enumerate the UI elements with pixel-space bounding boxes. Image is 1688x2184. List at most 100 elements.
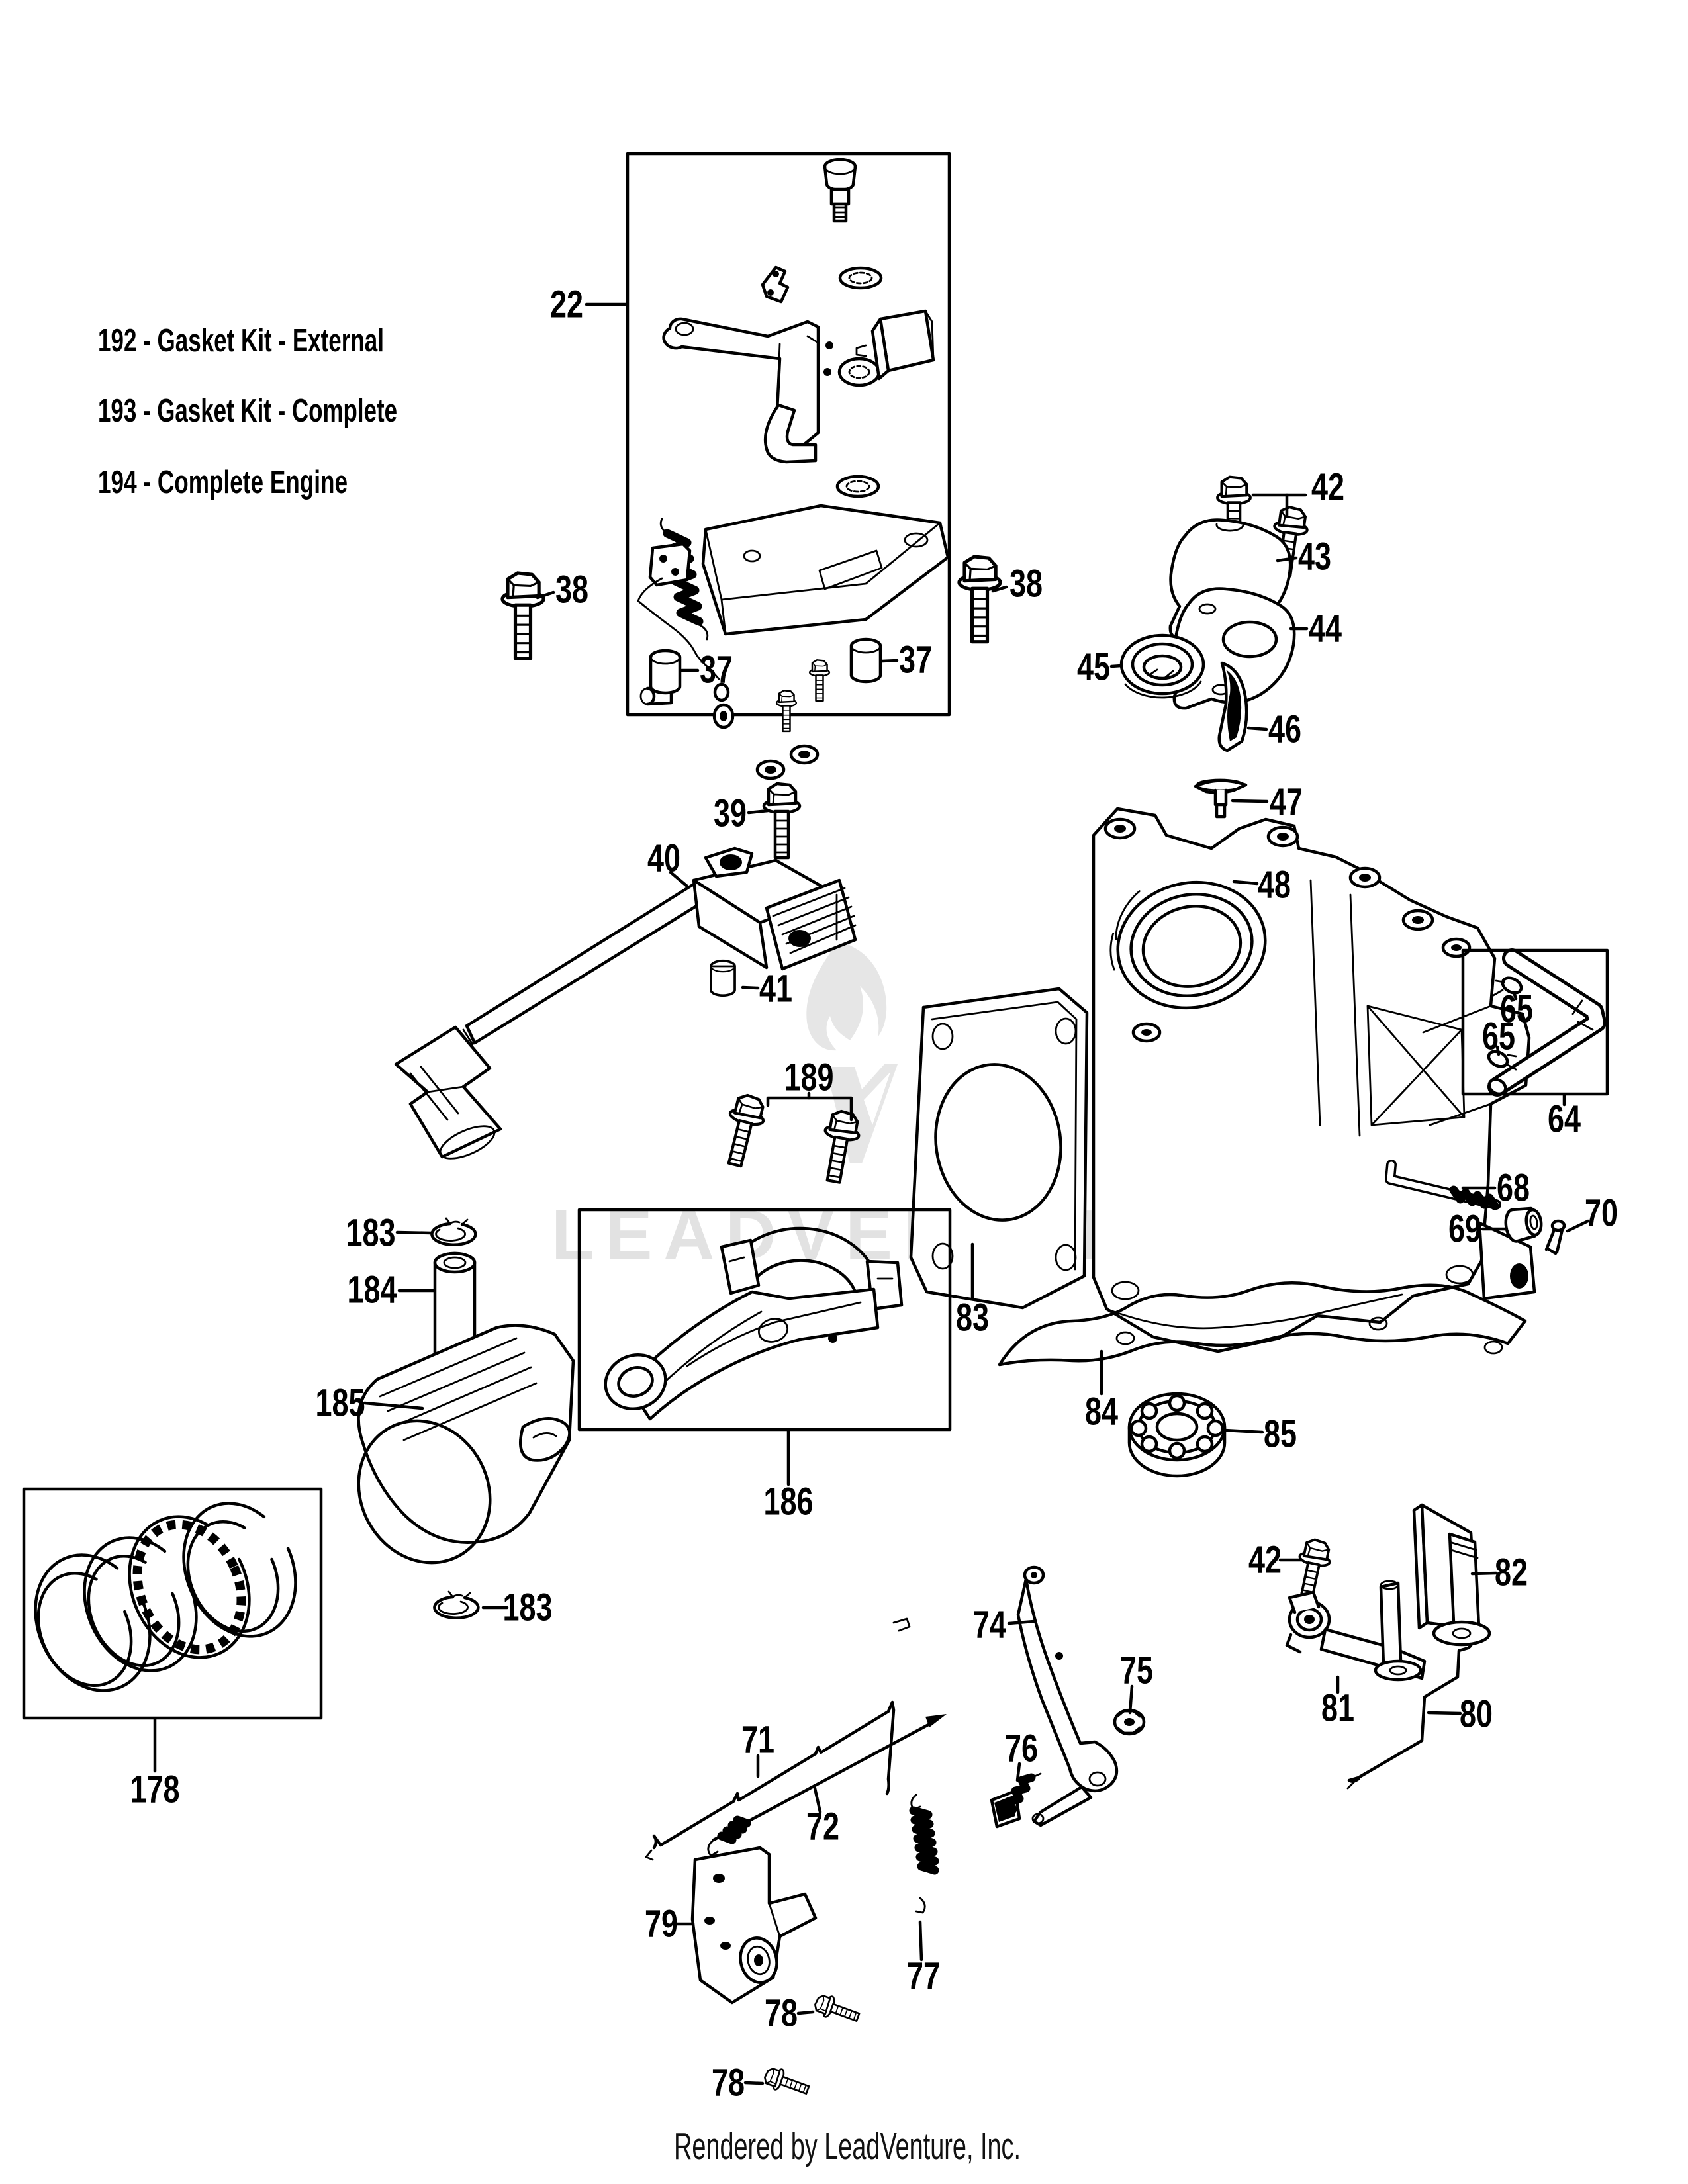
parts-list-header: 192 - Gasket Kit - External 193 - Gasket… bbox=[98, 323, 397, 500]
leader-line-48 bbox=[1232, 880, 1259, 886]
small-screw bbox=[775, 690, 798, 733]
callout-label-37: 37 bbox=[700, 649, 733, 692]
callout-label-41: 41 bbox=[759, 968, 792, 1011]
leader-line-183 bbox=[395, 1230, 433, 1235]
callout-label-38: 38 bbox=[555, 569, 588, 612]
part-38-bolt bbox=[502, 573, 543, 659]
callout-label-68: 68 bbox=[1497, 1167, 1530, 1210]
callout-label-186: 186 bbox=[764, 1480, 814, 1524]
part-71-governor-rod bbox=[645, 1617, 911, 1861]
leader-line-189 bbox=[766, 1091, 811, 1107]
callout-label-46: 46 bbox=[1268, 708, 1301, 751]
callout-label-43: 43 bbox=[1298, 535, 1331, 578]
callout-label-79: 79 bbox=[645, 1903, 678, 1946]
callout-label-78: 78 bbox=[765, 1992, 798, 2035]
leader-line-46 bbox=[1246, 726, 1268, 731]
callout-label-85: 85 bbox=[1264, 1413, 1297, 1456]
leader-line-185 bbox=[363, 1401, 424, 1410]
stop-switch-block bbox=[855, 309, 935, 381]
part-74-governor-lever bbox=[1016, 1565, 1119, 1827]
leader-line-40 bbox=[669, 870, 689, 888]
part-69-spacer bbox=[1504, 1206, 1543, 1243]
callout-label-183: 183 bbox=[503, 1586, 553, 1629]
footer-credit: Rendered by LeadVenture, Inc. bbox=[674, 2125, 1021, 2167]
callout-label-64: 64 bbox=[1548, 1098, 1581, 1141]
callout-label-81: 81 bbox=[1321, 1687, 1354, 1730]
part-65-clamp bbox=[1487, 1050, 1517, 1071]
leader-line-39 bbox=[747, 809, 770, 815]
part-183-retaining-ring bbox=[432, 1218, 475, 1245]
leader-line-41 bbox=[741, 985, 760, 990]
spark-plug-boot bbox=[394, 1025, 502, 1160]
leader-line-85 bbox=[1223, 1428, 1264, 1434]
callout-label-78: 78 bbox=[712, 2062, 745, 2105]
part-77-extension-spring bbox=[909, 1794, 939, 1914]
callout-label-39: 39 bbox=[714, 792, 747, 835]
v7-logo-icon bbox=[825, 1064, 898, 1163]
leader-line-74 bbox=[1007, 1619, 1036, 1625]
part-68-breather-pipe bbox=[1385, 1160, 1501, 1210]
bolt-bosses bbox=[1103, 817, 1472, 1043]
callout-label-184: 184 bbox=[348, 1269, 397, 1312]
part-183-retaining-ring bbox=[434, 1592, 478, 1618]
leader-line-78 bbox=[796, 2010, 815, 2015]
group-64-breather-tube bbox=[1461, 948, 1609, 1097]
callout-label-84: 84 bbox=[1085, 1390, 1118, 1433]
small-screw bbox=[808, 659, 831, 702]
leader-line-37 bbox=[880, 659, 899, 663]
part-44-gasket bbox=[1172, 587, 1296, 710]
callout-label-75: 75 bbox=[1120, 1649, 1153, 1692]
leader-line-77 bbox=[918, 1920, 923, 1962]
callout-label-74: 74 bbox=[973, 1604, 1006, 1647]
part-186-connecting-rod bbox=[604, 1226, 904, 1421]
part-38-bolt bbox=[959, 557, 1000, 642]
part-178-ring-set bbox=[34, 1502, 297, 1692]
part-39-bolt bbox=[764, 784, 800, 858]
callout-label-178: 178 bbox=[130, 1768, 180, 1811]
callout-label-183: 183 bbox=[346, 1212, 396, 1255]
part-83-head-gasket bbox=[909, 987, 1089, 1310]
leader-line-75 bbox=[1128, 1684, 1134, 1715]
callout-label-44: 44 bbox=[1309, 608, 1342, 651]
part-85-ball-bearing bbox=[1127, 1392, 1227, 1478]
terminal-clip bbox=[761, 265, 790, 304]
part-70-clip bbox=[1544, 1219, 1566, 1255]
callout-label-69: 69 bbox=[1448, 1208, 1481, 1251]
callout-label-189: 189 bbox=[784, 1056, 834, 1099]
part-37-bushing bbox=[851, 639, 880, 682]
governor-arm-bracket bbox=[662, 317, 881, 464]
wire-grommet bbox=[712, 682, 735, 729]
callout-label-72: 72 bbox=[806, 1805, 839, 1848]
callout-label-76: 76 bbox=[1005, 1727, 1038, 1770]
part-37-bushing bbox=[651, 651, 680, 693]
callout-label-83: 83 bbox=[956, 1297, 989, 1340]
star-washer bbox=[838, 266, 883, 290]
callout-label-42: 42 bbox=[1311, 466, 1344, 509]
group-22-control-bracket-assembly bbox=[626, 152, 951, 780]
hex-nut bbox=[755, 759, 786, 780]
callout-label-48: 48 bbox=[1258, 864, 1291, 907]
part-72-throttle-rod bbox=[707, 1714, 947, 1857]
callout-label-47: 47 bbox=[1270, 781, 1303, 824]
choke-link-wire bbox=[637, 577, 720, 680]
part-84-crankcase-gasket bbox=[998, 1281, 1527, 1367]
part-41-bushing bbox=[710, 959, 736, 997]
leader-line-65 bbox=[1512, 991, 1518, 1001]
callout-label-70: 70 bbox=[1585, 1192, 1618, 1235]
callout-label-37: 37 bbox=[899, 639, 932, 682]
callout-label-40: 40 bbox=[647, 837, 680, 880]
part-78-bolt bbox=[811, 1991, 863, 2028]
engine-crankcase-block bbox=[1092, 807, 1536, 1353]
header-line-194: 194 - Complete Engine bbox=[98, 465, 348, 500]
part-82-oil-fill-tube bbox=[1412, 1503, 1491, 1647]
header-line-193: 193 - Gasket Kit - Complete bbox=[98, 393, 397, 429]
part-46-key bbox=[1217, 661, 1248, 752]
part-65-clamp bbox=[1492, 976, 1523, 997]
part-79-bracket bbox=[690, 1846, 818, 2005]
part-box-178 bbox=[22, 1487, 323, 1720]
spring-end-hook bbox=[659, 518, 709, 641]
leader-line-189 bbox=[807, 1096, 853, 1122]
